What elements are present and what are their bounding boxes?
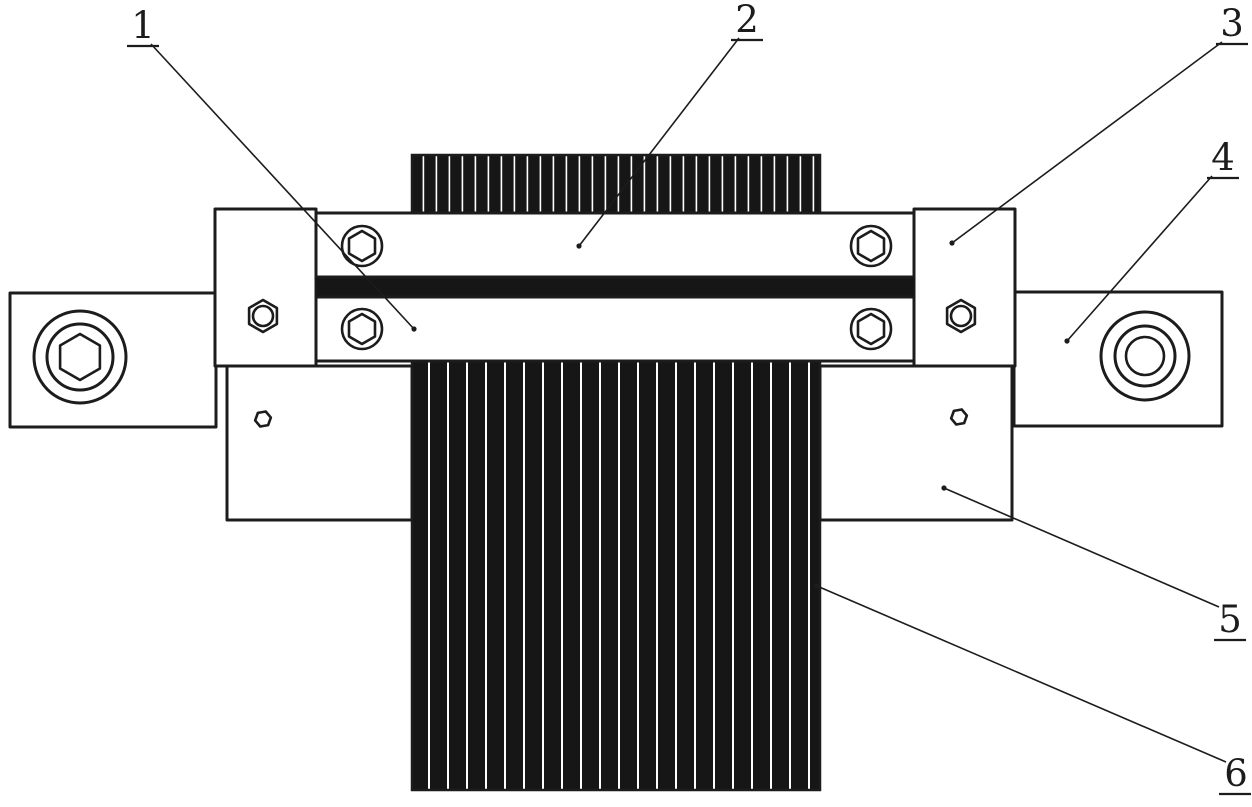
label-5: 5 — [941, 485, 1246, 642]
label-2-text: 2 — [735, 0, 759, 41]
leader-dot-6 — [814, 583, 820, 589]
stack-top-section — [410, 153, 822, 216]
label-2: 2 — [576, 0, 763, 249]
clamp-bolt-upper-right — [849, 224, 893, 268]
leader-dot-2 — [576, 243, 582, 249]
leader-line-2 — [578, 37, 740, 247]
upper-clamp-bar — [314, 211, 916, 279]
left-terminal-arm — [8, 291, 218, 429]
right-plate-hole — [949, 408, 969, 426]
clamp-bolt-lower-right — [849, 307, 893, 351]
leader-line-3 — [951, 41, 1223, 244]
leader-dot-3 — [949, 240, 955, 246]
lower-clamp-bar — [314, 295, 916, 363]
label-1: 1 — [127, 4, 417, 332]
label-4: 4 — [1064, 136, 1239, 344]
leader-dot-5 — [941, 485, 947, 491]
left-side-plate-upper — [213, 207, 318, 368]
right-side-plate-upper — [912, 207, 1017, 368]
clamp-bolt-lower-left — [340, 307, 384, 351]
leader-dot-1 — [411, 326, 417, 332]
bolt-hex — [856, 229, 886, 263]
bolt-hex — [856, 312, 886, 346]
left-lug-hex-nut — [58, 332, 102, 382]
label-5-text: 5 — [1218, 598, 1242, 641]
clamp-bolt-upper-left — [340, 224, 384, 268]
stack-gap-band — [316, 277, 914, 297]
leader-line-4 — [1066, 175, 1213, 342]
leader-line-5 — [943, 487, 1220, 608]
left-side-plate-lower — [225, 364, 414, 522]
nut-circle — [949, 304, 973, 328]
label-6: 6 — [814, 583, 1251, 796]
label-6-text: 6 — [1224, 752, 1248, 795]
leader-line-6 — [816, 585, 1227, 763]
right-plate-nut — [945, 298, 977, 334]
leader-dot-4 — [1064, 338, 1070, 344]
right-side-plate-lower — [818, 364, 1014, 522]
bolt-hex — [347, 312, 377, 346]
label-3-text: 3 — [1220, 2, 1244, 45]
label-3: 3 — [949, 2, 1248, 246]
right-terminal-arm — [1012, 290, 1224, 428]
nut-circle — [251, 304, 275, 328]
left-plate-nut — [247, 298, 279, 334]
label-1-text: 1 — [131, 4, 155, 47]
left-plate-hole — [253, 410, 273, 428]
label-4-text: 4 — [1211, 136, 1235, 179]
bolt-hex — [347, 229, 377, 263]
leader-line-1 — [150, 43, 415, 330]
right-lug-inner-ring — [1124, 335, 1166, 377]
